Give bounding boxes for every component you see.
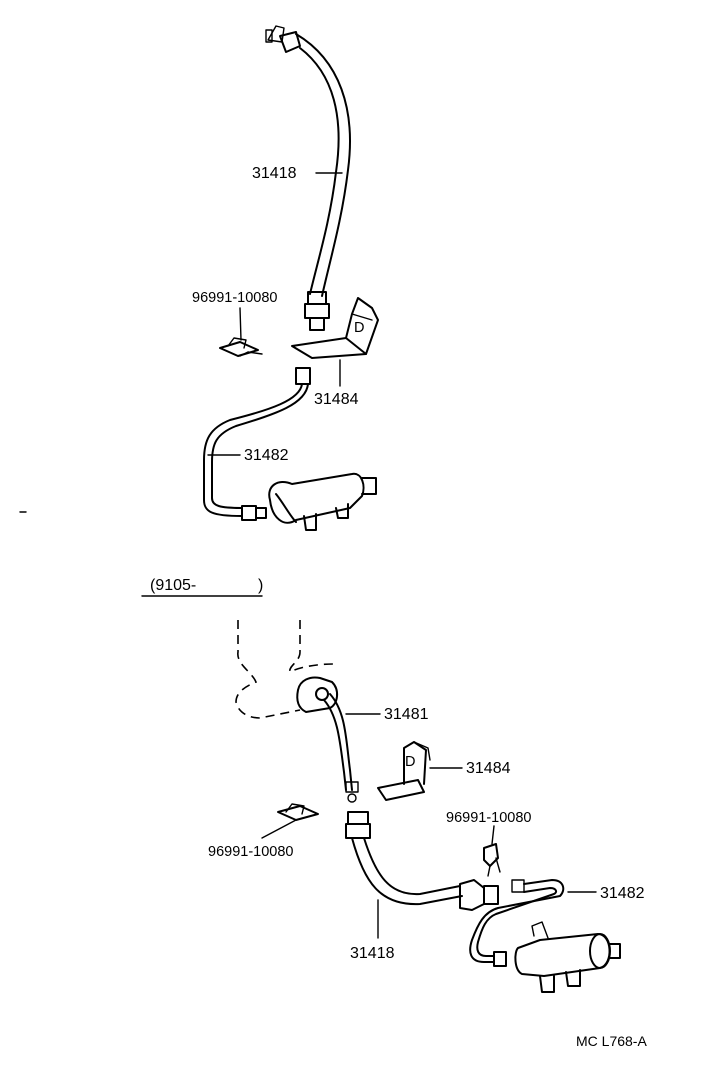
- label-bottom-clip-right: 96991-10080: [446, 810, 531, 826]
- top-flexible-hose: [265, 25, 351, 331]
- top-bracket: D: [291, 297, 379, 359]
- bottom-tube: [469, 879, 565, 967]
- top-cylinder: [268, 472, 377, 531]
- leader-bottom-clip-right: [491, 825, 495, 845]
- label-top-tube: 31482: [244, 447, 289, 464]
- label-bottom-bracket: 31484: [466, 760, 511, 777]
- engine-outline: [235, 620, 335, 719]
- label-range-end: ): [258, 577, 263, 594]
- leader-top-clip: [239, 307, 242, 341]
- label-bottom-tube: 31482: [600, 885, 645, 902]
- leader-bottom-clip-left: [261, 819, 297, 839]
- bracket-d-mark: D: [354, 320, 364, 336]
- label-bottom-clip-left: 96991-10080: [208, 844, 293, 860]
- clutch-release-cylinder: [296, 676, 338, 713]
- label-top-bracket: 31484: [314, 391, 359, 408]
- label-range: (9105-: [150, 577, 196, 594]
- bottom-flexible-hose: [345, 811, 499, 911]
- label-bottom-hose: 31418: [350, 945, 395, 962]
- bottom-clip-right: [483, 843, 501, 877]
- bottom-bracket-d-mark: D: [405, 754, 415, 770]
- bottom-clip-left: [277, 803, 319, 821]
- top-clip: [219, 337, 263, 357]
- top-tube: [203, 367, 311, 521]
- bottom-cylinder: [514, 921, 621, 993]
- bottom-tube-upper: [323, 693, 359, 803]
- label-bottom-tube-upper: 31481: [384, 706, 429, 723]
- label-top-clip: 96991-10080: [192, 290, 277, 306]
- label-top-hose: 31418: [252, 165, 297, 182]
- bottom-bracket: D: [377, 741, 431, 801]
- diagram-code: MC L768-A: [576, 1033, 647, 1049]
